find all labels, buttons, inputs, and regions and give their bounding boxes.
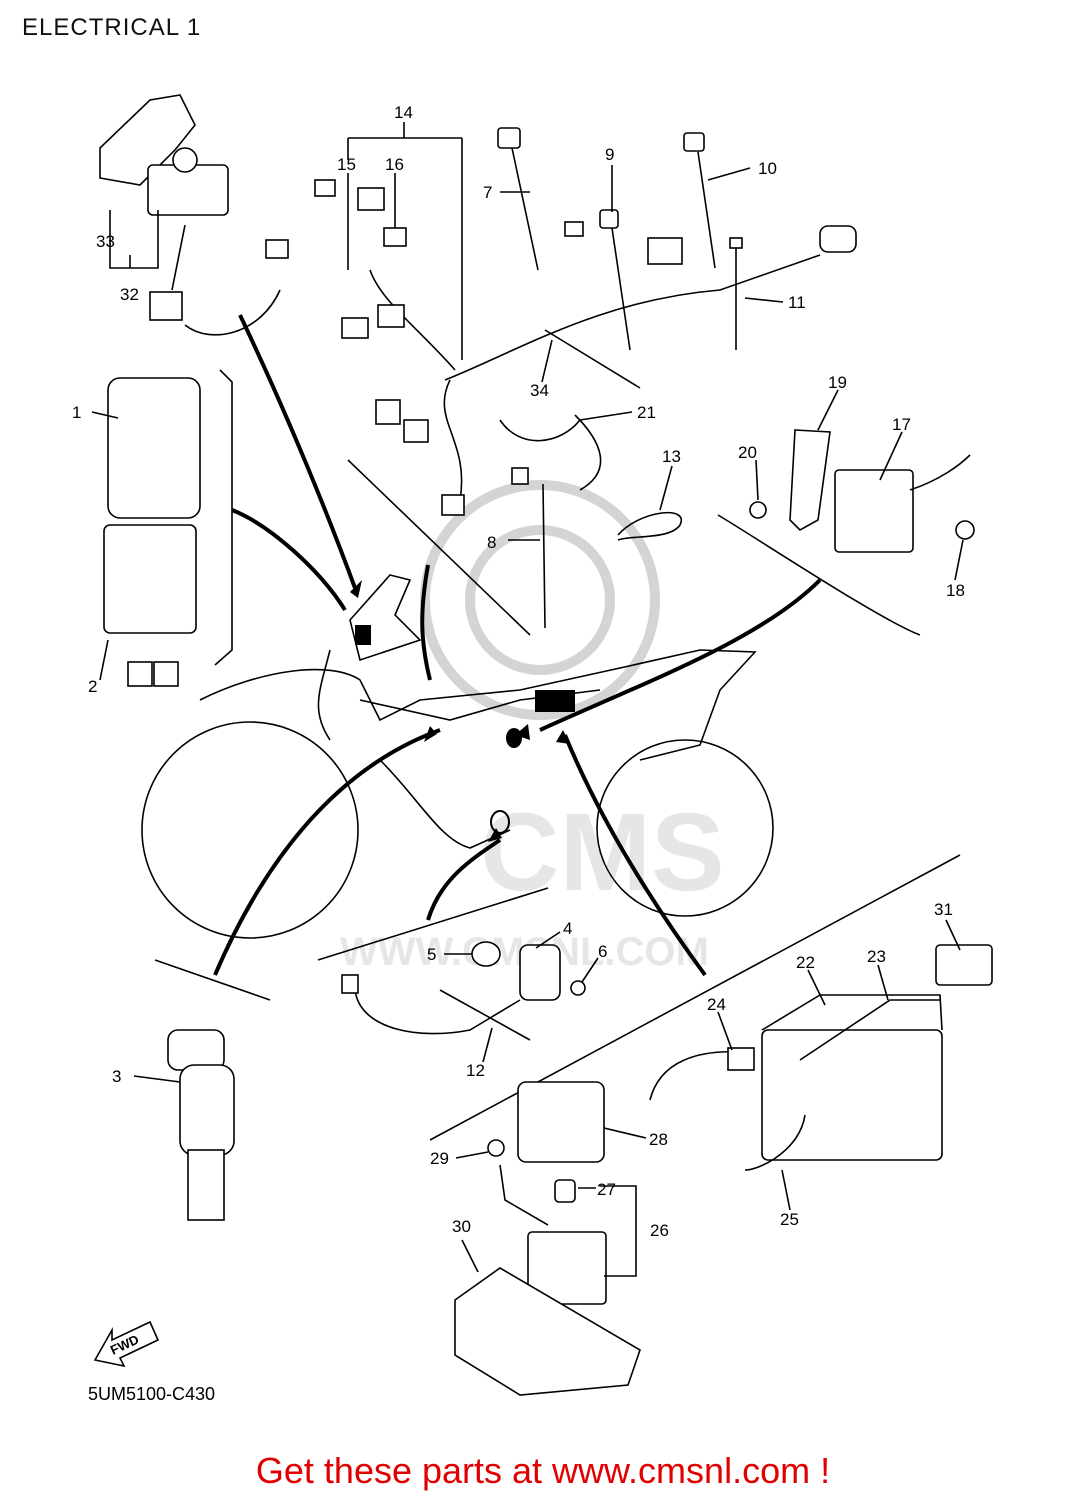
callout-33: 33 (96, 232, 115, 251)
callout-22: 22 (796, 953, 815, 972)
callout-2: 2 (88, 677, 97, 696)
sensor-assembly (341, 941, 586, 1041)
battery-section (454, 944, 993, 1396)
callout-26: 26 (650, 1221, 669, 1240)
callout-13: 13 (662, 447, 681, 466)
callout-29: 29 (430, 1149, 449, 1168)
callout-14: 14 (394, 103, 413, 122)
callout-11: 11 (788, 293, 806, 312)
callout-12: 12 (466, 1061, 485, 1080)
callout-15: 15 (337, 155, 356, 174)
callout-31: 31 (934, 900, 953, 919)
callout-28: 28 (649, 1130, 668, 1149)
promo-link-text[interactable]: Get these parts at www.cmsnl.com ! (255, 1450, 831, 1491)
callout-3: 3 (112, 1067, 121, 1086)
callout-19: 19 (828, 373, 847, 392)
wire-harness (265, 179, 857, 516)
starter-button-assembly (99, 94, 229, 321)
callout-6: 6 (598, 942, 607, 961)
callout-32: 32 (120, 285, 139, 304)
callout-23: 23 (867, 947, 886, 966)
callout-8: 8 (487, 533, 496, 552)
callout-20: 20 (738, 443, 757, 462)
callout-34: 34 (530, 381, 549, 400)
mounted-components (355, 625, 575, 834)
callout-25: 25 (780, 1210, 799, 1229)
part-code-label: 5UM5100-C430 (88, 1384, 216, 1404)
callout-4: 4 (563, 919, 572, 938)
cable-ties (497, 127, 743, 629)
callout-27: 27 (597, 1180, 616, 1199)
clamp-and-lead (499, 414, 683, 541)
callout-5: 5 (427, 945, 436, 964)
callout-7: 7 (483, 183, 492, 202)
watermark: CMS WWW.CMSNL.COM (340, 480, 724, 974)
leader-lines (91, 122, 964, 1273)
fwd-arrow: FWD (93, 1320, 160, 1368)
callout-1: 1 (72, 403, 81, 422)
callout-10: 10 (758, 159, 777, 178)
callout-labels: 1 2 3 4 5 6 7 8 9 10 11 12 13 14 15 16 1… (72, 103, 965, 1240)
callout-24: 24 (707, 995, 726, 1014)
callout-16: 16 (385, 155, 404, 174)
callout-30: 30 (452, 1217, 471, 1236)
diagram-title: ELECTRICAL 1 (22, 14, 202, 41)
cdi-unit (103, 377, 201, 687)
callout-18: 18 (946, 581, 965, 600)
motorcycle-outline (141, 574, 774, 939)
callout-17: 17 (892, 415, 911, 434)
rectifier-regulator (749, 429, 975, 553)
callout-9: 9 (605, 145, 614, 164)
ignition-coil (167, 1029, 235, 1221)
callout-21: 21 (637, 403, 656, 422)
